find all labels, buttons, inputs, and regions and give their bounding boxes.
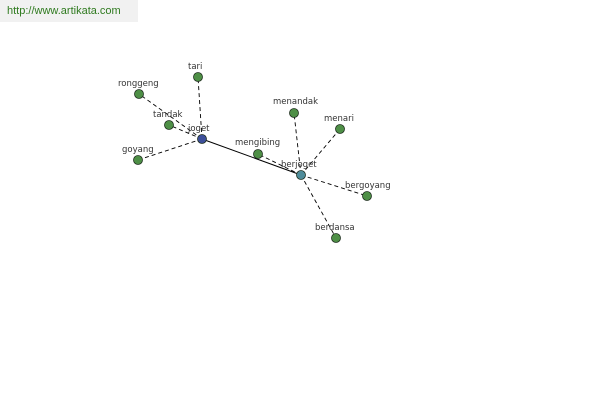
node-label-tandak: tandak: [153, 110, 183, 120]
watermark-url: http://www.artikata.com: [7, 5, 121, 17]
edge-berjoget-menari: [300, 128, 341, 176]
node-label-mengibing: mengibing: [235, 138, 280, 148]
edge-joget-goyang: [137, 138, 203, 161]
node-ronggeng[interactable]: [134, 89, 144, 99]
node-label-menari: menari: [324, 114, 354, 124]
edge-berjoget-mengibing: [257, 153, 302, 176]
edge-joget-tari: [197, 76, 203, 140]
node-label-berjoget: berjoget: [281, 160, 317, 170]
node-menari[interactable]: [335, 124, 345, 134]
node-label-joget: joget: [187, 124, 210, 134]
node-berjoget[interactable]: [296, 170, 306, 180]
node-joget[interactable]: [197, 134, 207, 144]
node-tari[interactable]: [193, 72, 203, 82]
node-menandak[interactable]: [289, 108, 299, 118]
node-bergoyang[interactable]: [362, 191, 372, 201]
labels-layer: joget berjoget tari ronggeng tandak goyang men…: [118, 62, 391, 233]
edge-berjoget-berdansa: [300, 174, 337, 239]
node-goyang[interactable]: [133, 155, 143, 165]
edge-joget-tandak: [168, 124, 203, 140]
node-label-goyang: goyang: [122, 145, 154, 155]
node-label-berdansa: berdansa: [315, 223, 355, 233]
edge-joget-berjoget: [201, 138, 302, 176]
edge-berjoget-menandak: [293, 112, 302, 176]
node-label-tari: tari: [188, 62, 202, 72]
watermark-bar: http://www.artikata.com: [0, 0, 138, 22]
nodes-layer: [133, 72, 372, 243]
node-label-ronggeng: ronggeng: [118, 79, 159, 89]
edge-joget-ronggeng: [138, 93, 203, 140]
edge-berjoget-bergoyang: [300, 174, 368, 197]
node-mengibing[interactable]: [253, 149, 263, 159]
edges-layer: [137, 76, 368, 239]
node-berdansa[interactable]: [331, 233, 341, 243]
node-label-menandak: menandak: [273, 97, 318, 107]
node-label-bergoyang: bergoyang: [345, 181, 391, 191]
node-tandak[interactable]: [164, 120, 174, 130]
